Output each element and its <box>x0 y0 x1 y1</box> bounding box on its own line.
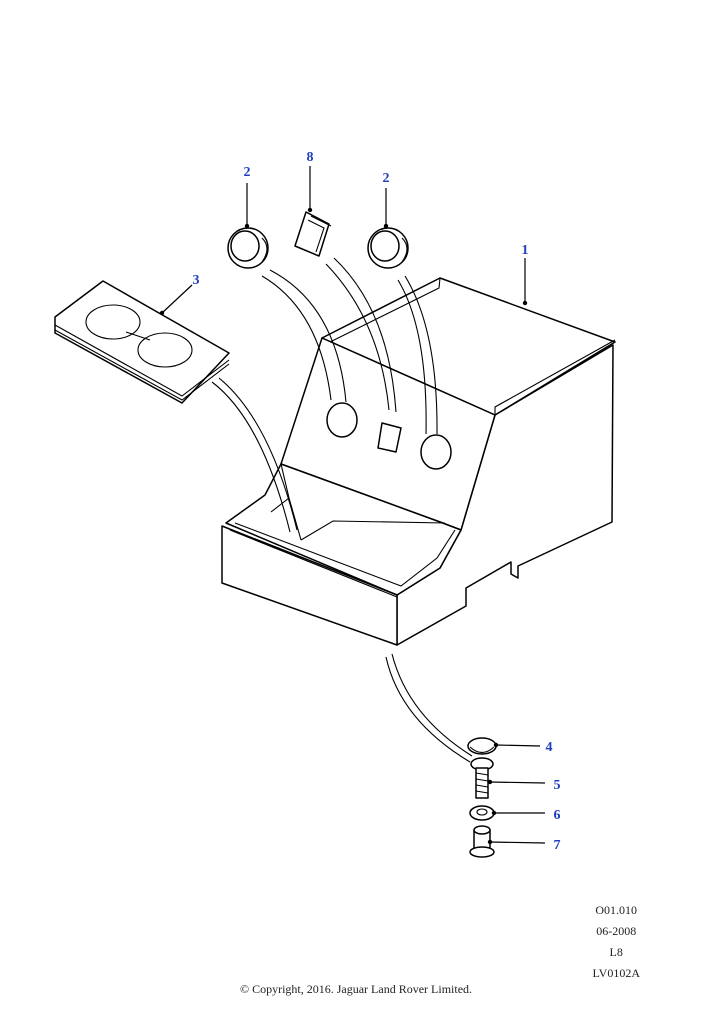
callout-3: 3 <box>193 273 200 288</box>
assembly-lines <box>211 257 473 763</box>
reference-code: O01.010 <box>595 903 638 917</box>
rocker-switch <box>294 211 332 257</box>
illustration-id: LV0102A <box>592 966 640 980</box>
copyright-notice: © Copyright, 2016. Jaguar Land Rover Lim… <box>239 982 473 996</box>
reference-model: L8 <box>609 945 623 959</box>
callout-8: 8 <box>307 150 314 165</box>
callout-5: 5 <box>554 778 561 793</box>
cup-holder-insert <box>54 280 230 404</box>
cap <box>467 737 497 755</box>
switch-blank-left <box>227 227 269 269</box>
rivnut <box>469 825 495 858</box>
reference-block: O01.010 06-2008 L8 LV0102A <box>592 900 640 984</box>
console-body <box>221 277 616 646</box>
screw <box>470 757 494 799</box>
switch-blank-right <box>367 227 409 269</box>
callout-4: 4 <box>546 740 553 755</box>
callout-6: 6 <box>554 808 561 823</box>
callout-7: 7 <box>554 838 561 853</box>
callout-2-right: 2 <box>383 171 390 186</box>
leader-lines <box>159 166 546 845</box>
callout-2-left: 2 <box>244 165 251 180</box>
callout-1: 1 <box>522 243 529 258</box>
reference-date: 06-2008 <box>596 924 637 938</box>
washer <box>469 805 495 821</box>
